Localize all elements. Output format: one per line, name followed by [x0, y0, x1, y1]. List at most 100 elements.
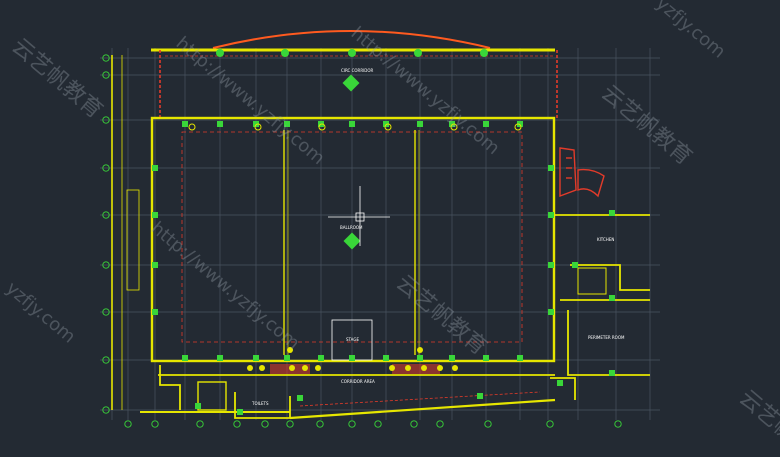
column-marker	[383, 355, 389, 361]
column-marker	[449, 121, 455, 127]
floor-fixture	[289, 365, 295, 371]
stair-icon	[559, 147, 605, 198]
floor-fixture	[259, 365, 265, 371]
room-label-toilets: TOILETS	[251, 401, 269, 406]
grid-bubble-icon	[102, 211, 110, 219]
column-marker	[383, 121, 389, 127]
grid-bubble-icon	[151, 420, 159, 428]
diamond-top-shape	[342, 74, 360, 92]
column-marker	[349, 121, 355, 127]
roof-light	[216, 49, 224, 57]
grid-bubble-icon	[102, 116, 110, 124]
column-marker	[284, 121, 290, 127]
room-label-kitchen: KITCHEN	[597, 237, 614, 242]
column-marker	[152, 212, 158, 218]
grid-bubble-icon	[124, 420, 132, 428]
crosshair-box	[355, 212, 365, 222]
floor-fixture	[247, 365, 253, 371]
crosshair-cursor-icon[interactable]	[328, 186, 390, 246]
column-marker	[349, 355, 355, 361]
stair-body	[559, 147, 577, 198]
floor-fixture	[452, 365, 458, 371]
roof-light	[414, 49, 422, 57]
grid-bubbles	[102, 54, 622, 428]
ceiling-fixture	[450, 123, 458, 131]
column-marker	[152, 165, 158, 171]
column-marker	[609, 210, 615, 216]
column-markers	[152, 121, 615, 415]
floor-fixture	[389, 365, 395, 371]
toilet-block	[197, 381, 227, 411]
room-label-top: CIRC CORRIDOR	[341, 68, 374, 73]
diamond-symbol-top	[342, 74, 360, 92]
stair-curve	[577, 168, 605, 198]
grid-bubble-icon	[614, 420, 622, 428]
grid-bubble-icon	[233, 420, 241, 428]
ceiling-fixture	[188, 123, 196, 131]
column-marker	[449, 355, 455, 361]
toilet-room-wall	[234, 392, 291, 419]
column-marker	[548, 309, 554, 315]
floor-fixture	[405, 365, 411, 371]
column-marker	[182, 121, 188, 127]
floor-fixture	[421, 365, 427, 371]
floor-fixture	[437, 365, 443, 371]
bottom-slanted-wall	[289, 398, 556, 420]
grid-bubble-icon	[102, 71, 110, 79]
diamond-symbol-center	[343, 232, 361, 250]
lower-right-wall	[550, 377, 576, 400]
stage-fixture	[417, 347, 423, 353]
roof-arc	[212, 30, 491, 49]
column-marker	[483, 121, 489, 127]
bottom-left-wall	[159, 365, 181, 410]
column-marker	[517, 121, 523, 127]
column-marker	[152, 309, 158, 315]
grid-bubble-icon	[102, 261, 110, 269]
grid-bubble-icon	[436, 420, 444, 428]
hall-inner-dashed	[181, 131, 523, 343]
roof-light	[348, 49, 356, 57]
roof-light	[480, 49, 488, 57]
room-label-corridor: CORRIDOR AREA	[341, 379, 375, 384]
grid-bubble-icon	[196, 420, 204, 428]
column-marker	[483, 355, 489, 361]
column-marker	[297, 395, 303, 401]
grid-bubble-icon	[102, 356, 110, 364]
column-marker	[572, 262, 578, 268]
fixture-markers	[188, 49, 522, 371]
right-rooms	[550, 214, 650, 400]
column-marker	[609, 370, 615, 376]
grid-bubble-icon	[348, 420, 356, 428]
grid-bubble-icon	[286, 420, 294, 428]
grid-bubble-icon	[374, 420, 382, 428]
grid-bubble-icon	[102, 308, 110, 316]
column-marker	[417, 355, 423, 361]
ceiling-fixture	[514, 123, 522, 131]
column-marker	[517, 355, 523, 361]
outer-walls	[111, 50, 558, 410]
ceiling-fixture	[318, 123, 326, 131]
room-label-hall: BALLROOM	[340, 225, 363, 230]
column-marker	[253, 355, 259, 361]
column-marker	[237, 409, 243, 415]
column-marker	[548, 262, 554, 268]
column-marker	[477, 393, 483, 399]
column-marker	[548, 212, 554, 218]
bottom-dashed	[299, 391, 541, 407]
column-marker	[217, 121, 223, 127]
roof-light	[281, 49, 289, 57]
grid-bubble-icon	[102, 54, 110, 62]
kitchen-stair-box	[577, 267, 607, 295]
column-marker	[217, 355, 223, 361]
left-side-box	[126, 189, 140, 291]
grid-bubble-icon	[102, 164, 110, 172]
grid-bubble-icon	[316, 420, 324, 428]
perimeter-room-wall	[567, 310, 650, 376]
grid-bubble-icon	[546, 420, 554, 428]
grid-bubble-icon	[410, 420, 418, 428]
column-marker	[609, 295, 615, 301]
column-marker	[417, 121, 423, 127]
column-marker	[548, 165, 554, 171]
diamond-center-shape	[343, 232, 361, 250]
